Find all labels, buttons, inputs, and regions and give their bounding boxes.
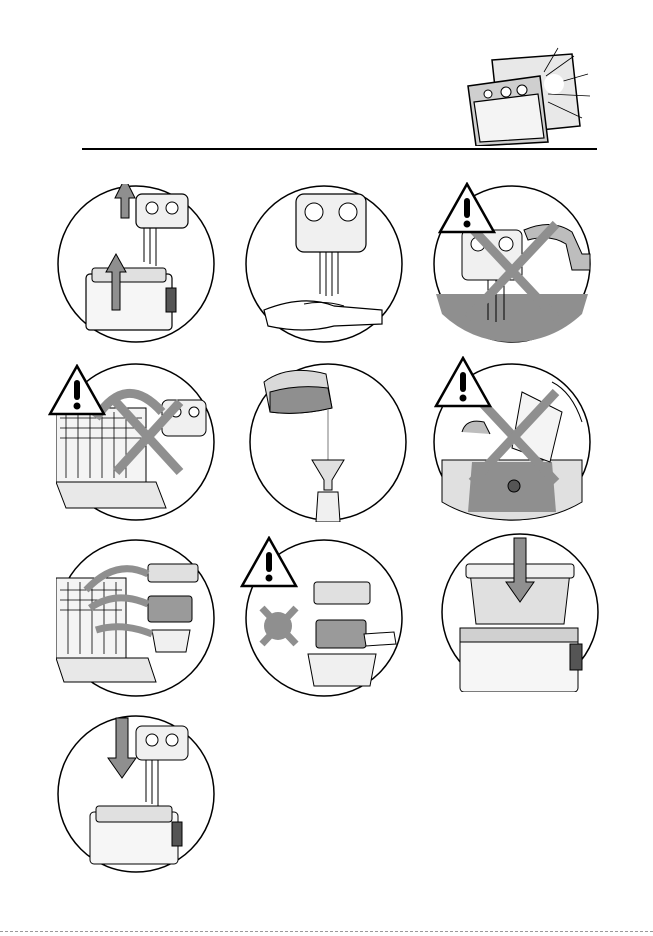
appliance-dishwasher-icon [462,46,592,146]
step-insert-bowl [440,532,600,692]
step-clean-control-unit [244,184,404,344]
section-divider [82,148,597,150]
step-insert-heater [56,714,216,874]
warning-icon [434,356,492,408]
step-pour-oil-into-bottle [248,362,408,522]
page-edge [0,931,653,934]
warning-icon [438,182,496,234]
step-dishwasher-parts [56,538,216,698]
warning-icon [48,364,106,416]
warning-icon [240,536,298,588]
step-remove-lid-heater [56,184,216,344]
